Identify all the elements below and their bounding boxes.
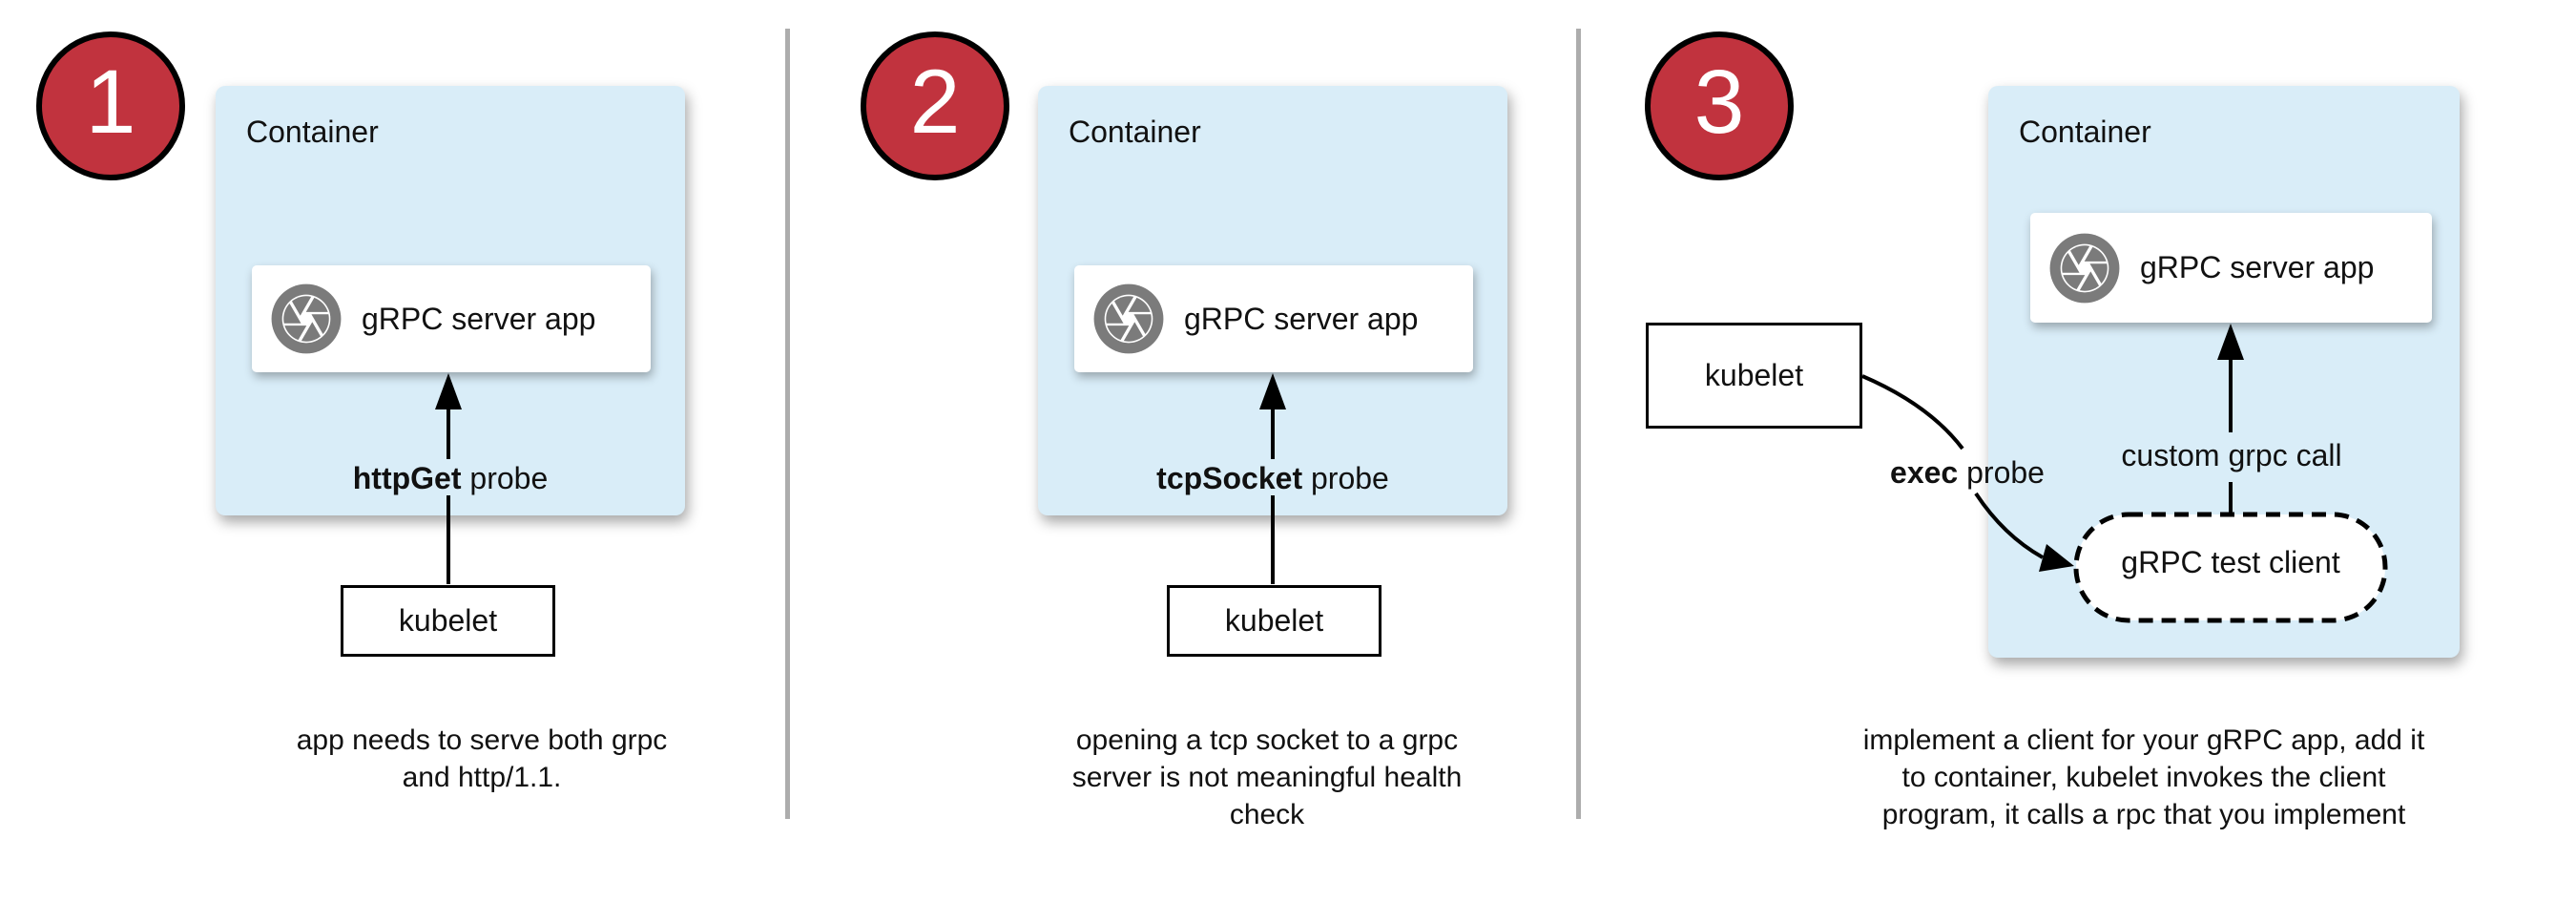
panel2-probe-label: tcpSocket probe xyxy=(1120,461,1425,496)
panel3-kubelet-label: kubelet xyxy=(1704,358,1804,392)
panel1-caption-line2: and http/1.1. xyxy=(402,762,562,793)
panel2-grpc-server-app-box: gRPC server app xyxy=(1074,265,1473,372)
aperture-icon xyxy=(2049,233,2120,303)
panel2-grpc-server-app-label: gRPC server app xyxy=(1184,301,1419,336)
panel1-caption: app needs to serve both grpc and http/1.… xyxy=(243,722,720,796)
panel2-caption-line2: server is not meaningful health xyxy=(1071,762,1463,793)
panel3-caption-line3: program, it calls a rpc that you impleme… xyxy=(1881,799,2406,830)
aperture-icon xyxy=(1093,283,1164,354)
panel3-container-label: Container xyxy=(2019,115,2151,149)
panel3-grpc-test-client-label: gRPC test client xyxy=(2121,545,2340,579)
panel3-grpc-server-app-label: gRPC server app xyxy=(2140,250,2375,284)
panel3-probe-label: exec probe xyxy=(1843,455,2091,491)
panel1-probe-label: httpGet probe xyxy=(307,461,593,496)
panel3-caption-line2: to container, kubelet invokes the client xyxy=(1901,762,2386,793)
panel-divider-1 xyxy=(785,29,790,819)
panel3-caption: implement a client for your gRPC app, ad… xyxy=(1819,722,2468,833)
panel2-probe-keyword: tcpSocket xyxy=(1156,461,1303,495)
panel1-probe-keyword: httpGet xyxy=(352,461,462,495)
panel2-container-label: Container xyxy=(1069,115,1201,149)
panel3-custom-call-label: custom grpc call xyxy=(2121,438,2342,472)
panel1-container-label: Container xyxy=(246,115,379,149)
panel3-kubelet-box: kubelet xyxy=(1646,323,1862,429)
panel2-caption-line3: check xyxy=(1229,799,1305,830)
panel3-caption-line1: implement a client for your gRPC app, ad… xyxy=(1862,724,2425,756)
panel3-grpc-server-app-box: gRPC server app xyxy=(2030,213,2432,323)
panel2-caption-line1: opening a tcp socket to a grpc xyxy=(1075,724,1459,756)
panel2-number: 2 xyxy=(909,51,961,153)
panel2-probe-word: probe xyxy=(1302,461,1389,495)
panel-divider-2 xyxy=(1576,29,1581,819)
panel2-kubelet-box: kubelet xyxy=(1167,585,1381,657)
aperture-icon xyxy=(271,283,342,354)
panel1-grpc-server-app-label: gRPC server app xyxy=(362,301,596,336)
panel2-number-badge: 2 xyxy=(861,31,1009,180)
panel3-number: 3 xyxy=(1693,51,1745,153)
panel1-grpc-server-app-box: gRPC server app xyxy=(252,265,651,372)
panel2-kubelet-label: kubelet xyxy=(1224,603,1324,638)
panel1-number: 1 xyxy=(85,51,136,153)
panel1-kubelet-box: kubelet xyxy=(341,585,555,657)
panel3-number-badge: 3 xyxy=(1645,31,1794,180)
panel3-probe-word: probe xyxy=(1958,455,2045,490)
panel1-number-badge: 1 xyxy=(36,31,185,180)
panel1-kubelet-label: kubelet xyxy=(398,603,498,638)
panel2-caption: opening a tcp socket to a grpc server is… xyxy=(1028,722,1506,833)
panel3-probe-keyword: exec xyxy=(1890,455,1959,490)
panel1-caption-line1: app needs to serve both grpc xyxy=(296,724,668,756)
panel1-probe-word: probe xyxy=(461,461,549,495)
panel3-exec-arrow-upper-segment xyxy=(1861,374,1964,451)
